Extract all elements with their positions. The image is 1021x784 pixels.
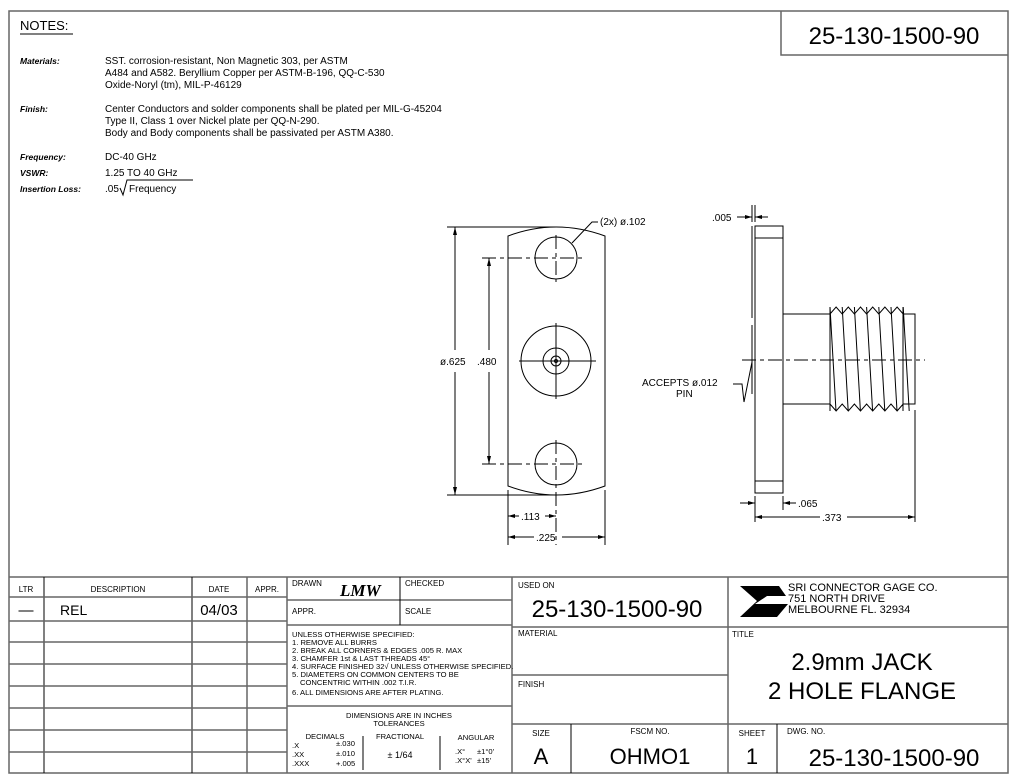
flange-outline	[507, 226, 606, 496]
sheet-label: SHEET	[739, 729, 766, 738]
tol-fractional: ± 1/64	[388, 750, 413, 760]
front-view: ø.625 .480 .113 .225 (2x) ø.102	[440, 217, 646, 545]
sqrt-symbol	[119, 179, 193, 197]
fscm-label: FSCM NO.	[630, 727, 669, 736]
company-city: MELBOURNE FL. 32934	[788, 604, 910, 616]
note-label: VSWR:	[20, 168, 49, 178]
tol-key: .X°X'	[455, 756, 472, 765]
title-block: USED ON 25-130-1500-90 SRI CONNECTOR GAG…	[518, 581, 979, 772]
tol-key: .XX	[292, 750, 304, 759]
side-view: .005 .065 .373 ACCEPTS ø.012 PIN	[642, 205, 925, 524]
tol-value: ±1°0'	[477, 747, 495, 756]
drawn-by: LMW	[339, 581, 383, 600]
tol-key: .X°	[455, 747, 465, 756]
note-line: Frequency	[129, 184, 176, 195]
scale-label: SCALE	[405, 607, 431, 616]
finish-label: FINISH	[518, 680, 544, 689]
rev-date: 04/03	[200, 602, 238, 619]
used-on-label: USED ON	[518, 581, 555, 590]
note-label: Finish:	[20, 104, 48, 114]
tol-key: .X	[292, 741, 299, 750]
general-notes: UNLESS OTHERWISE SPECIFIED: 1. REMOVE AL…	[292, 630, 513, 697]
size-label: SIZE	[532, 729, 550, 738]
revision-table: LTR DESCRIPTION DATE APPR. — REL 04/03	[19, 585, 280, 619]
dim-113: .113	[521, 512, 540, 523]
sigma-logo	[740, 586, 788, 617]
note-label: Frequency:	[20, 152, 66, 162]
sheet-value: 1	[746, 744, 758, 769]
drawing-title: 2 HOLE FLANGE	[768, 678, 956, 705]
tol-key: .XXX	[292, 759, 309, 768]
decimals-label: DECIMALS	[306, 732, 345, 741]
notes-title: NOTES:	[20, 18, 68, 33]
checked-label: CHECKED	[405, 579, 444, 588]
part-number: 25-130-1500-90	[809, 23, 980, 50]
dim-225: .225	[536, 533, 556, 544]
general-note: 3. CHAMFER 1st & LAST THREADS 45°	[292, 654, 430, 663]
general-note: CONCENTRIC WITHIN .002 T.I.R.	[300, 678, 416, 687]
used-on: 25-130-1500-90	[532, 596, 703, 623]
col-header: DATE	[209, 585, 230, 594]
general-note: 5. DIAMETERS ON COMMON CENTERS TO BE	[292, 670, 459, 679]
general-note: 1. REMOVE ALL BURRS	[292, 638, 377, 647]
notes: Materials: SST. corrosion-resistant, Non…	[20, 56, 442, 197]
title-label: TITLE	[732, 630, 754, 639]
drawn-label: DRAWN	[292, 579, 322, 588]
part-number-box	[780, 11, 1008, 56]
note-label: Insertion Loss:	[20, 184, 81, 194]
dwg-label: DWG. NO.	[787, 727, 825, 736]
pin-note: PIN	[676, 389, 693, 400]
general-note: 4. SURFACE FINISHED 32√ UNLESS OTHERWISE…	[292, 662, 513, 671]
dim-480: .480	[477, 357, 497, 368]
company-address: 751 NORTH DRIVE	[788, 593, 885, 605]
general-note: 2. BREAK ALL CORNERS & EDGES .005 R. MAX	[292, 646, 462, 655]
note-line: Center Conductors and solder components …	[105, 104, 442, 115]
note-line: 1.25 TO 40 GHz	[105, 168, 177, 179]
note-line: Oxide-Noryl (tm), MIL-P-46129	[105, 80, 242, 91]
end-cylinder	[902, 313, 916, 405]
note-label: Materials:	[20, 56, 60, 66]
dim-065: .065	[798, 499, 818, 510]
angular-label: ANGULAR	[458, 733, 495, 742]
tol-value: +.005	[336, 759, 355, 768]
appr-label: APPR.	[292, 607, 316, 616]
size-value: A	[534, 744, 549, 769]
approvals: DRAWN LMW CHECKED APPR. SCALE	[292, 579, 444, 616]
rev-description: REL	[60, 602, 87, 618]
note-line: Type II, Class 1 over Nickel plate per Q…	[105, 116, 320, 127]
material-label: MATERIAL	[518, 629, 558, 638]
threads	[829, 306, 910, 412]
dim-005: .005	[712, 213, 732, 224]
body-side	[783, 313, 830, 405]
note-line: .05	[105, 184, 119, 195]
dim-373: .373	[822, 513, 842, 524]
note-line: Body and Body components shall be passiv…	[105, 128, 394, 139]
tol-value: ±15'	[477, 756, 492, 765]
general-note: UNLESS OTHERWISE SPECIFIED:	[292, 630, 415, 639]
fscm-value: OHMO1	[610, 744, 691, 769]
drawing-title: 2.9mm JACK	[791, 649, 932, 676]
pin-note: ACCEPTS ø.012	[642, 378, 718, 389]
tolerance-title: TOLERANCES	[373, 719, 424, 728]
note-line: A484 and A582. Beryllium Copper per ASTM…	[105, 68, 385, 79]
col-header: LTR	[19, 585, 34, 594]
rev-ltr: —	[19, 602, 34, 619]
tol-value: ±.030	[336, 739, 355, 748]
tolerances: DIMENSIONS ARE IN INCHES TOLERANCES DECI…	[292, 711, 495, 768]
general-note: 6. ALL DIMENSIONS ARE AFTER PLATING.	[292, 688, 444, 697]
col-header: DESCRIPTION	[91, 585, 146, 594]
dwg-number: 25-130-1500-90	[809, 745, 980, 772]
note-line: DC-40 GHz	[105, 152, 157, 163]
sheet-border	[8, 10, 1009, 774]
company-name: SRI CONNECTOR GAGE CO.	[788, 582, 938, 594]
tol-value: ±.010	[336, 749, 355, 758]
note-line: SST. corrosion-resistant, Non Magnetic 3…	[105, 56, 348, 67]
dim-diameter-625: ø.625	[440, 357, 466, 368]
tolerance-title: DIMENSIONS ARE IN INCHES	[346, 711, 452, 720]
col-header: APPR.	[255, 585, 279, 594]
title-block-grid	[9, 576, 1008, 773]
hole-callout: (2x) ø.102	[600, 217, 646, 228]
fractional-label: FRACTIONAL	[376, 732, 424, 741]
